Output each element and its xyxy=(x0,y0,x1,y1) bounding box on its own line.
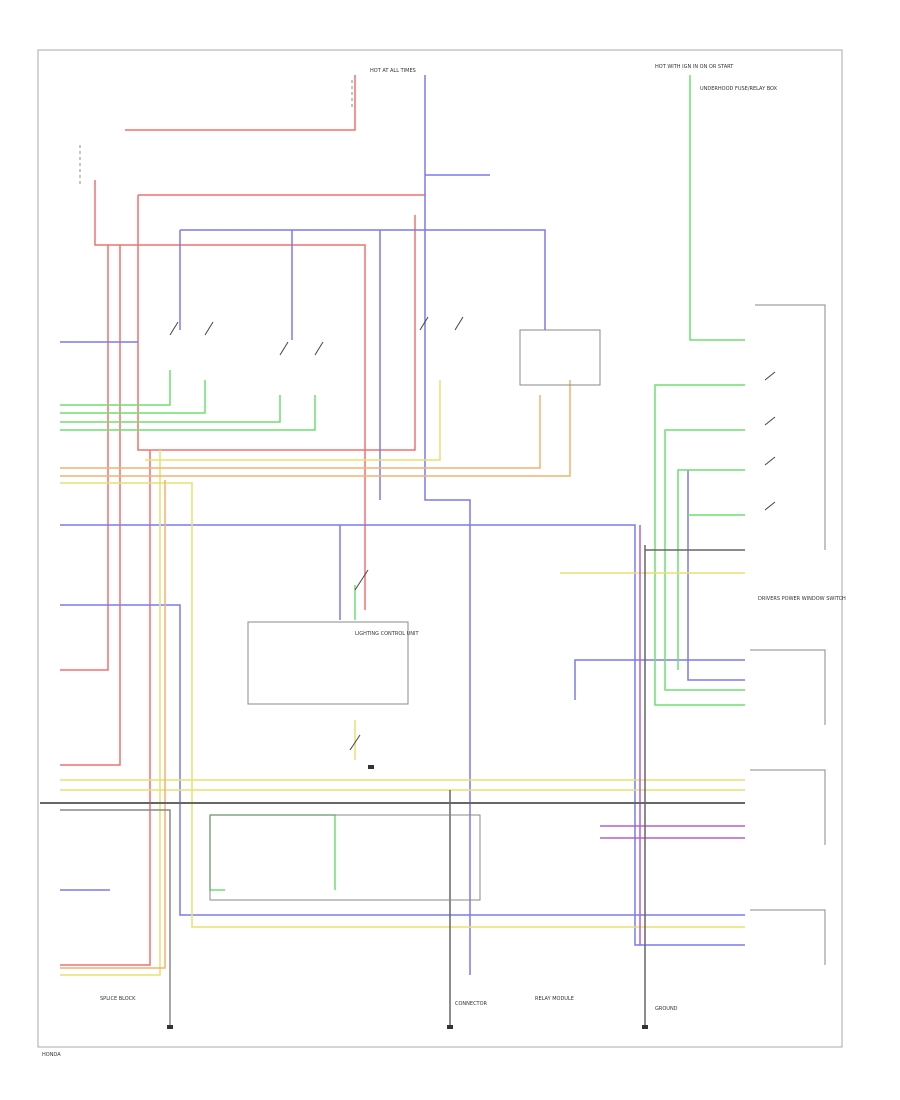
wire-green-5 xyxy=(689,75,745,341)
label-control-unit: LIGHTING CONTROL UNIT xyxy=(355,631,420,637)
wire-blue-1 xyxy=(424,75,471,975)
switch-12 xyxy=(349,734,361,751)
wire-orange-1 xyxy=(60,395,541,469)
diagram-frame xyxy=(37,49,843,1048)
label-bottom-mid: RELAY MODULE xyxy=(535,996,574,1002)
switch-7 xyxy=(764,371,776,381)
switch-8 xyxy=(764,416,776,426)
switch-10 xyxy=(764,501,776,511)
right-connector-bracket-1 xyxy=(750,649,826,725)
wire-red-6 xyxy=(137,195,416,451)
wire-orange-3 xyxy=(60,480,166,969)
switch-5 xyxy=(419,316,429,331)
label-right-top-box: UNDERHOOD FUSE/RELAY BOX xyxy=(700,86,778,92)
wire-green-1 xyxy=(60,370,171,406)
wire-green-11 xyxy=(209,815,225,891)
wire-blue-3 xyxy=(180,229,546,330)
right-relay-box xyxy=(519,329,601,386)
switch-9 xyxy=(764,456,776,466)
switch-11 xyxy=(354,569,369,591)
wire-red-3 xyxy=(94,180,366,610)
wire-blue-8 xyxy=(60,524,745,946)
wire-green-4 xyxy=(60,395,316,431)
ground-symbol-1 xyxy=(167,1025,173,1029)
label-bottom-mid-left: CONNECTOR xyxy=(455,1001,488,1007)
label-right-switch-box: DRIVERS POWER WINDOW SWITCH xyxy=(758,596,846,602)
wire-green-6 xyxy=(654,384,745,706)
wire-orange-2 xyxy=(60,380,571,477)
ground-symbol-3 xyxy=(642,1025,648,1029)
label-bottom-right: GROUND xyxy=(655,1006,678,1012)
label-top-right-fuse: HOT WITH IGN IN ON OR START xyxy=(655,64,734,70)
wire-red-7 xyxy=(60,450,151,966)
wire-yellow-2 xyxy=(145,380,441,461)
switch-4 xyxy=(314,341,324,356)
label-top-fuse: HOT AT ALL TIMES xyxy=(370,68,416,74)
wire-green-10 xyxy=(210,814,336,890)
switch-2 xyxy=(204,321,214,336)
wire-red-1 xyxy=(125,75,356,131)
wire-red-4 xyxy=(60,245,109,671)
label-bottom-left: SPLICE BLOCK xyxy=(100,996,136,1002)
wire-yellow-1 xyxy=(60,482,745,928)
right-connector-bracket-3 xyxy=(750,909,826,965)
wire-green-7 xyxy=(664,429,745,691)
wire-gray-2 xyxy=(60,809,171,1025)
ground-symbol-4 xyxy=(368,765,374,769)
wire-red-5 xyxy=(60,245,121,766)
bottom-relay-box xyxy=(209,814,481,901)
wire-green-8 xyxy=(677,469,745,670)
wire-blue-9 xyxy=(60,604,745,916)
wire-green-3 xyxy=(60,395,281,423)
page-code: HONDA xyxy=(42,1052,61,1058)
right-connector-bracket-2 xyxy=(750,769,826,845)
wire-green-2 xyxy=(60,380,206,414)
control-unit-box xyxy=(247,621,409,705)
switch-6 xyxy=(454,316,464,331)
ground-symbol-2 xyxy=(447,1025,453,1029)
wire-blue-13 xyxy=(687,470,745,681)
switch-3 xyxy=(279,341,289,356)
right-switch-bracket xyxy=(755,304,826,550)
switch-1 xyxy=(169,321,179,336)
wire-yellow-5 xyxy=(60,450,161,976)
